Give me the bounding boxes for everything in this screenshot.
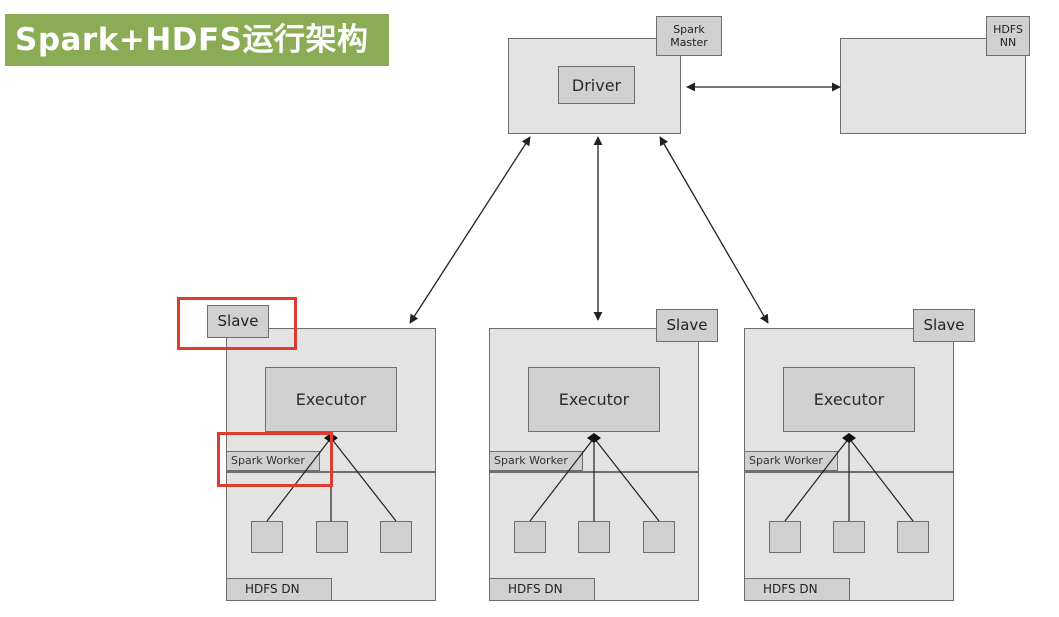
slave-2-executor: Executor — [528, 367, 660, 432]
highlight-slave-tag — [177, 297, 297, 350]
slave-2-block-2 — [578, 521, 610, 553]
slave-3-block-1 — [769, 521, 801, 553]
master-slave1-arrow — [409, 136, 531, 324]
slave-1-hdfs-dn: HDFS DN — [226, 578, 332, 601]
spark-master-tag: Spark Master — [656, 16, 722, 56]
slave-3-fan-hub — [842, 433, 856, 443]
slave-1-executor: Executor — [265, 367, 397, 432]
slave-3-hdfs-dn: HDFS DN — [744, 578, 850, 601]
slave-2-hdfs-dn: HDFS DN — [489, 578, 595, 601]
slave-1-block-3 — [380, 521, 412, 553]
spark-master-node — [508, 38, 681, 134]
driver-box: Driver — [558, 66, 635, 104]
slave-2-block-3 — [643, 521, 675, 553]
spark-master-tag-line1: Spark — [673, 23, 705, 36]
spark-master-tag-line2: Master — [670, 36, 708, 49]
slave-3-executor: Executor — [783, 367, 915, 432]
slave-2-spark-worker: Spark Worker — [489, 451, 583, 471]
slave-1-block-2 — [316, 521, 348, 553]
page-title: Spark+HDFS运行架构 — [5, 14, 389, 66]
slave-2-block-1 — [514, 521, 546, 553]
hdfs-nn-tag: HDFS NN — [986, 16, 1030, 56]
slave-1-block-1 — [251, 521, 283, 553]
hdfs-nn-tag-line1: HDFS — [993, 23, 1023, 36]
hdfs-nn-tag-line2: NN — [999, 36, 1017, 49]
highlight-spark-worker — [217, 432, 333, 487]
slave-1-tag: Slave — [207, 305, 269, 338]
slave-3-spark-worker: Spark Worker — [744, 451, 838, 471]
slave-2-fan-lines — [529, 437, 660, 522]
slave-3-fan-lines — [784, 437, 914, 522]
master-slave3-arrow — [659, 136, 769, 324]
slave-3-tag: Slave — [913, 309, 975, 342]
slave-3-block-3 — [897, 521, 929, 553]
slave-1-spark-worker: Spark Worker — [226, 451, 320, 471]
slave-3-block-2 — [833, 521, 865, 553]
slave-2-fan-hub — [587, 433, 601, 443]
